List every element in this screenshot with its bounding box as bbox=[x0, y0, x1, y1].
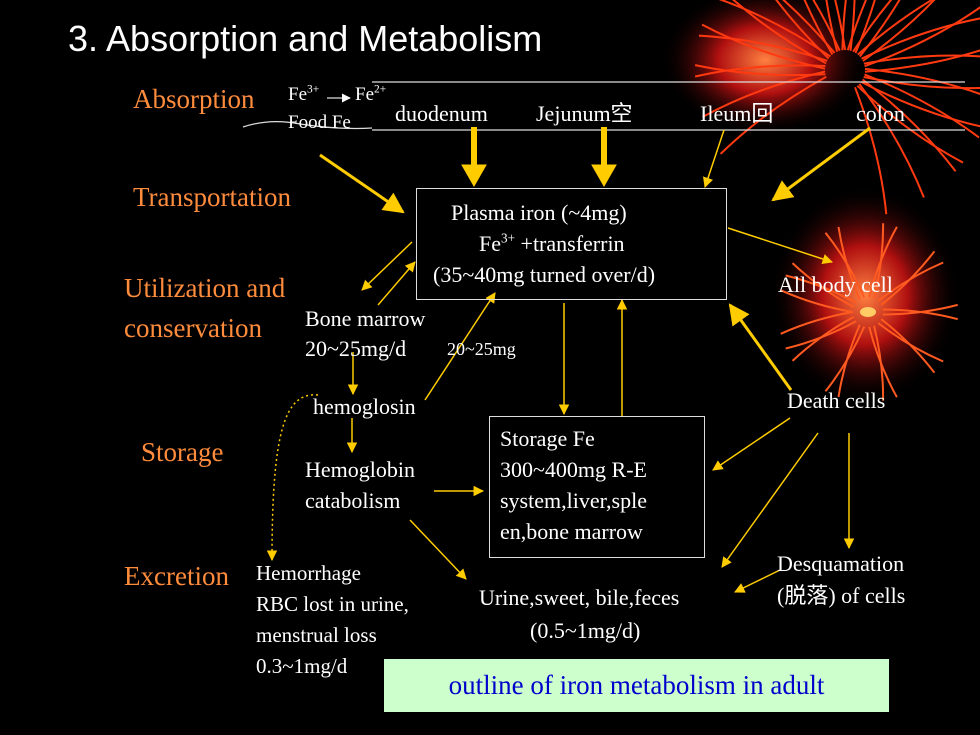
firework-ray bbox=[862, 0, 936, 62]
storage-line2: 300~400mg R-E bbox=[500, 457, 647, 482]
firework-ray bbox=[791, 316, 855, 362]
firework-ray bbox=[854, 86, 888, 215]
firework-ray bbox=[780, 311, 854, 335]
storage-line4: en,bone marrow bbox=[500, 519, 643, 544]
hemorrhage-line2: RBC lost in urine, bbox=[256, 592, 409, 616]
firework-ray bbox=[849, 0, 856, 51]
firework-ray bbox=[702, 70, 826, 118]
plasma-iron-line2: Fe3+ +transferrin bbox=[479, 230, 625, 256]
stage-utilization-line2: conservation bbox=[124, 313, 262, 343]
firework-ray bbox=[785, 274, 857, 304]
firework-ray bbox=[854, 0, 876, 54]
desquamation-line2: (脱落) of cells bbox=[777, 583, 906, 608]
bone-marrow-line1: Bone marrow bbox=[305, 306, 426, 331]
urine-line2: (0.5~1mg/d) bbox=[530, 618, 641, 643]
firework-ray bbox=[868, 326, 898, 398]
ferric-iron: Fe3+ bbox=[288, 83, 320, 105]
stage-storage: Storage bbox=[141, 437, 224, 467]
firework-ray bbox=[856, 85, 964, 164]
urine-line1: Urine,sweet, bile,feces bbox=[479, 585, 680, 610]
flow-20-25mg: 20~25mg bbox=[447, 339, 516, 359]
firework-ray bbox=[880, 250, 936, 306]
firework-ray bbox=[863, 76, 980, 90]
food-fe: Food Fe bbox=[288, 112, 351, 133]
firework-ray bbox=[824, 232, 866, 298]
storage-fe-box: Storage Fe 300~400mg R-E system,liver,sp… bbox=[489, 416, 705, 558]
bone-marrow-line2: 20~25mg/d bbox=[305, 336, 407, 361]
diagram-caption: outline of iron metabolism in adult bbox=[384, 659, 889, 712]
firework-decoration bbox=[660, 0, 980, 405]
hemorrhage-line4: 0.3~1mg/d bbox=[256, 654, 348, 678]
duodenum-label: duodenum bbox=[395, 101, 488, 126]
firework-ray bbox=[873, 223, 885, 299]
storage-line1: Storage Fe bbox=[500, 426, 595, 451]
firework-ray bbox=[694, 64, 826, 78]
flow-arrows bbox=[266, 126, 871, 593]
firework-ray bbox=[859, 0, 901, 58]
hemorrhage-line1: Hemorrhage bbox=[256, 561, 361, 585]
plasma-iron-line1: Plasma iron (~4mg) bbox=[451, 200, 627, 225]
ileum-label: Ileum回 bbox=[700, 101, 774, 126]
firework-ray bbox=[718, 0, 831, 58]
jejunum-label: Jejunum空 bbox=[536, 101, 633, 126]
firework-ray bbox=[780, 289, 854, 313]
firework-ray bbox=[861, 17, 980, 60]
hemorrhage-line3: menstrual loss bbox=[256, 623, 377, 647]
storage-line3: system,liver,sple bbox=[500, 488, 647, 513]
absorption-arrows bbox=[461, 127, 617, 188]
plasma-iron-line3: (35~40mg turned over/d) bbox=[433, 262, 656, 287]
desquamation-line1: Desquamation bbox=[777, 551, 905, 576]
firework-ray bbox=[782, 0, 836, 54]
stage-transportation: Transportation bbox=[133, 182, 292, 212]
firework-ray bbox=[864, 6, 980, 68]
firework-ray bbox=[860, 81, 980, 128]
firework-ray bbox=[719, 75, 827, 155]
page-title: 3. Absorption and Metabolism bbox=[68, 18, 543, 59]
colon-label: colon bbox=[856, 101, 905, 126]
firework-ray bbox=[812, 0, 841, 52]
hemoglobin-catabolism-line1: Hemoglobin bbox=[305, 457, 415, 482]
stage-utilization-line1: Utilization and bbox=[124, 273, 286, 303]
plasma-iron-box: Plasma iron (~4mg) Fe3+ +transferrin (35… bbox=[416, 188, 727, 300]
all-body-cell: All body cell bbox=[778, 272, 893, 297]
hemoglobin-catabolism-line2: catabolism bbox=[305, 488, 401, 513]
firework-ray bbox=[877, 322, 944, 363]
firework-ray bbox=[864, 49, 980, 73]
firework-ray bbox=[837, 324, 861, 398]
firework-ray bbox=[882, 303, 958, 316]
ferrous-iron: Fe2+ bbox=[355, 83, 387, 105]
death-cells: Death cells bbox=[787, 388, 886, 413]
hemoglosin-label: hemoglosin bbox=[313, 394, 416, 419]
stage-excretion: Excretion bbox=[124, 561, 229, 591]
firework-ray bbox=[834, 0, 847, 51]
stage-absorption: Absorption bbox=[133, 84, 255, 114]
firework-ray bbox=[698, 34, 828, 62]
